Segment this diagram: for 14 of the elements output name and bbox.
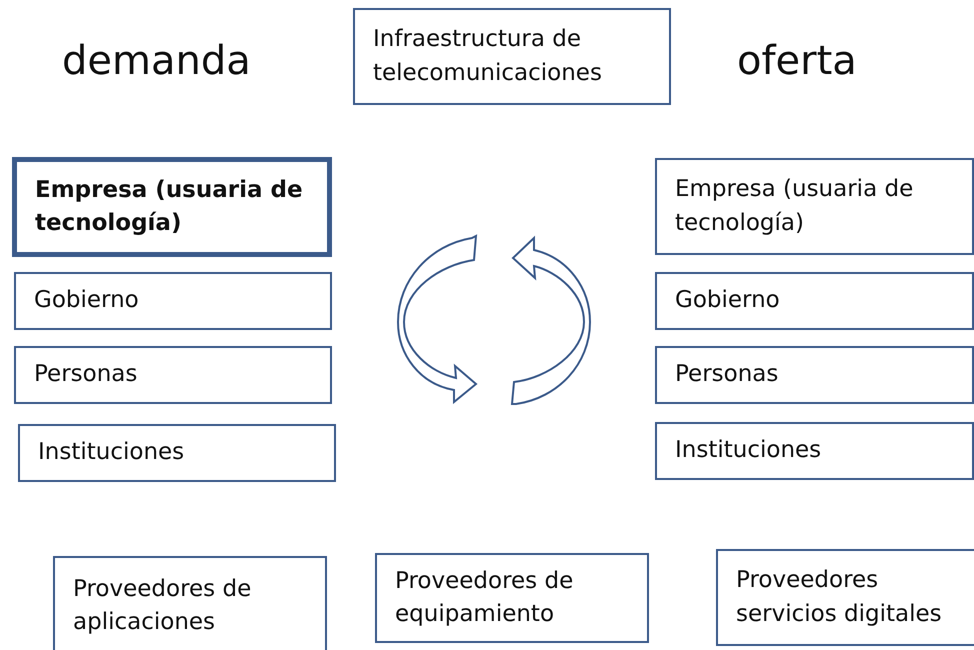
column-heading: oferta (737, 38, 857, 84)
text-box: Proveedores de equipamiento (375, 553, 649, 643)
text-box: Proveedores de aplicaciones (53, 556, 327, 650)
text-box: Personas (655, 346, 974, 404)
text-box: Proveedores servicios digitales (716, 549, 974, 646)
text-box: Instituciones (655, 422, 974, 480)
text-box: Personas (14, 346, 332, 404)
text-box: Gobierno (14, 272, 332, 330)
text-box: Instituciones (18, 424, 336, 482)
text-box: Empresa (usuaria de tecnología) (655, 158, 974, 255)
text-box: Empresa (usuaria de tecnología) (12, 157, 332, 257)
column-heading: demanda (62, 38, 251, 84)
text-box: Gobierno (655, 272, 974, 330)
text-box: Infraestructura de telecomunicaciones (353, 8, 671, 105)
